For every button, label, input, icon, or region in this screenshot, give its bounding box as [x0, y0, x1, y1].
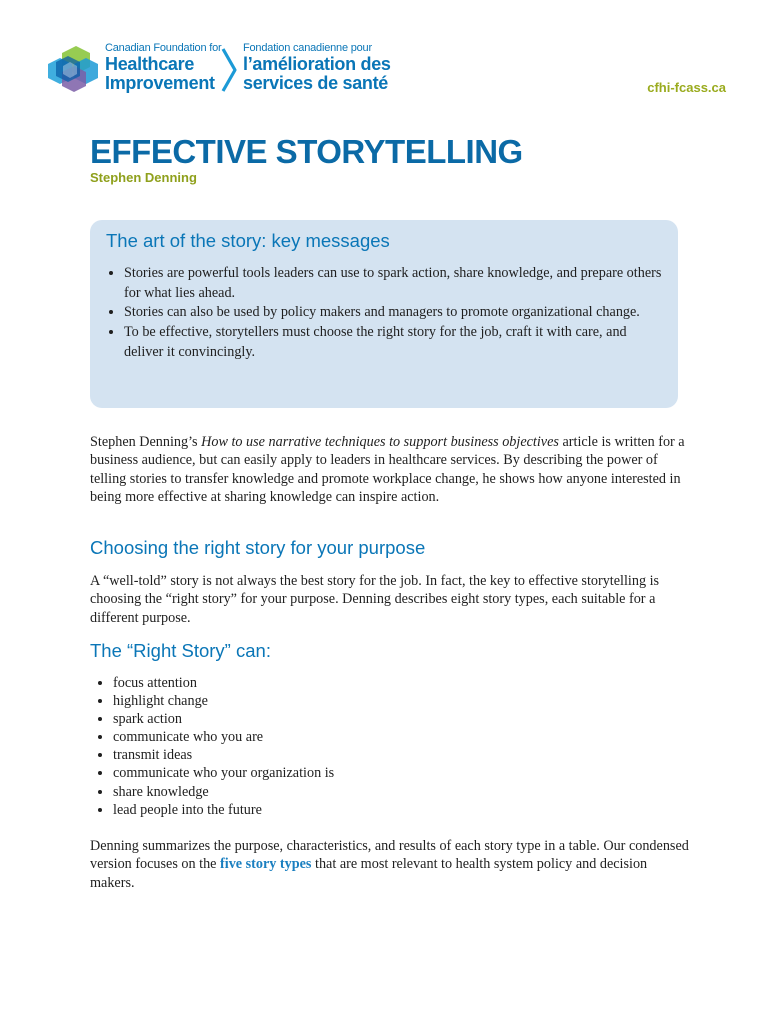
org-en-line1: Canadian Foundation for [105, 42, 222, 54]
summary-text-end: that are most relevant to health system … [90, 856, 648, 891]
org-name-french: Fondation canadienne pour l’amélioration… [243, 42, 391, 93]
org-en-line2: Healthcare [105, 54, 195, 74]
list-item: lead people into the future [113, 801, 334, 819]
key-messages-list: Stories are powerful tools leaders can u… [90, 264, 664, 363]
article-title: How to use narrative techniques to suppo… [201, 434, 559, 450]
summary-paragraph: Denning summarizes the purpose, characte… [90, 837, 690, 892]
key-messages-heading: The art of the story: key messages [106, 230, 390, 251]
org-en-line3: Improvement [105, 73, 215, 93]
list-item: focus attention [113, 674, 334, 692]
right-story-list: focus attention highlight change spark a… [90, 674, 334, 819]
intro-text-end: article is written for a business audien… [90, 434, 685, 505]
list-item: transmit ideas [113, 746, 334, 764]
right-story-heading: The “Right Story” can: [90, 640, 271, 661]
list-item: highlight change [113, 692, 334, 710]
author-name: Stephen Denning [90, 170, 197, 185]
website-link[interactable]: cfhi-fcass.ca [647, 80, 726, 95]
list-item: spark action [113, 710, 334, 728]
org-fr-line3: services de santé [243, 73, 388, 93]
org-fr-line2: l’amélioration des [243, 54, 391, 74]
header: Canadian Foundation for Healthcare Impro… [46, 42, 726, 102]
key-message-item: Stories are powerful tools leaders can u… [124, 264, 664, 303]
intro-paragraph: Stephen Denning’s How to use narrative t… [90, 433, 690, 506]
intro-text-start: Stephen Denning’s [90, 434, 202, 450]
choosing-heading: Choosing the right story for your purpos… [90, 537, 426, 558]
chevron-right-icon [221, 48, 237, 92]
five-story-types-link[interactable]: five story types [220, 856, 312, 873]
key-message-item: Stories can also be used by policy maker… [124, 303, 664, 323]
key-message-item: To be effective, storytellers must choos… [124, 323, 664, 362]
list-item: share knowledge [113, 783, 334, 801]
hexagon-cluster-logo-icon [48, 46, 98, 92]
list-item: communicate who your organization is [113, 764, 334, 782]
key-messages-box: The art of the story: key messages Stori… [90, 220, 678, 408]
document-title: EFFECTIVE STORYTELLING [90, 133, 523, 170]
summary-text-start: Denning summarizes the purpose, characte… [90, 838, 689, 873]
org-name-english: Canadian Foundation for Healthcare Impro… [105, 42, 222, 93]
choosing-paragraph: A “well-told” story is not always the be… [90, 573, 660, 626]
org-fr-line1: Fondation canadienne pour [243, 42, 372, 54]
list-item: communicate who you are [113, 728, 334, 746]
